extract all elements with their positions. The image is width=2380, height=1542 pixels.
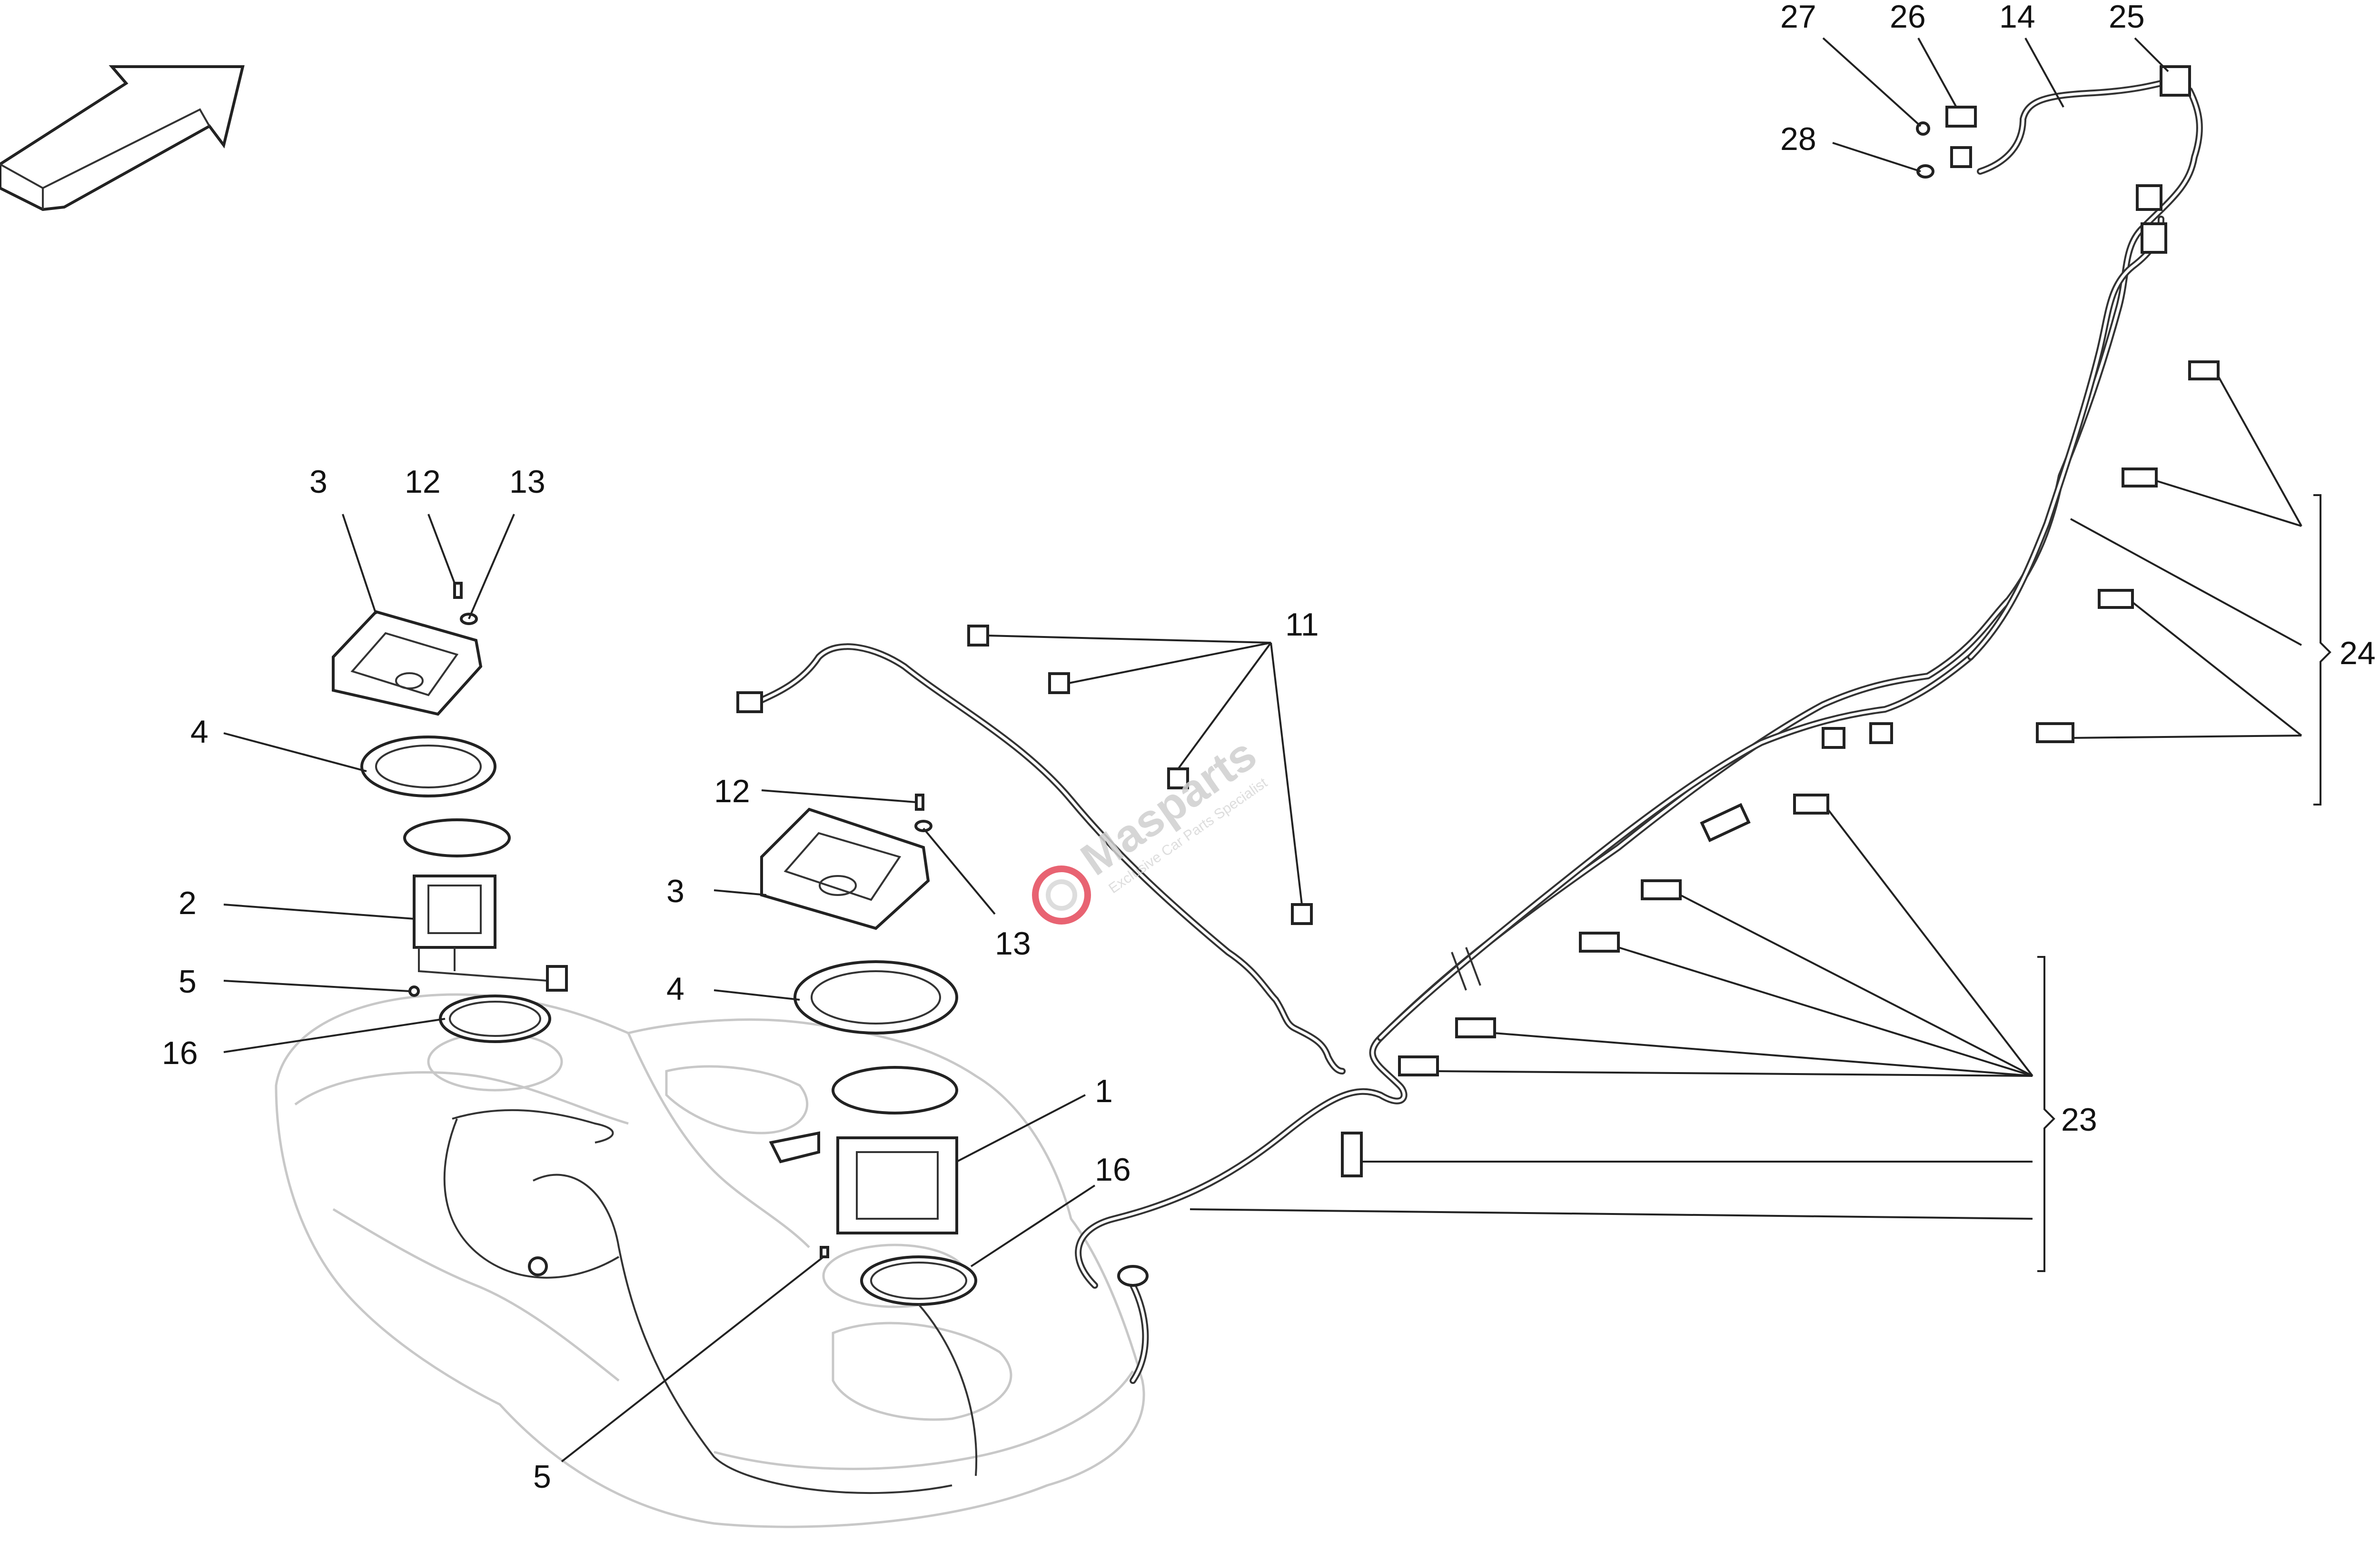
brace-23 [2037, 956, 2055, 1272]
callout-16-right: 16 [1095, 1152, 1131, 1188]
callout-23: 23 [2061, 1102, 2097, 1138]
fuel-tank [275, 993, 1145, 1528]
callout-27: 27 [1780, 0, 1816, 35]
callout-3-left: 3 [309, 464, 327, 500]
fuel-hose-14 [1916, 65, 2191, 179]
fuel-feed-line-main [1075, 87, 2203, 1384]
tank-internal-lines [443, 1109, 977, 1494]
direction-arrow-icon [0, 65, 245, 211]
clips-23 [1341, 794, 1829, 1177]
callout-16-left: 16 [162, 1035, 198, 1071]
callout-26: 26 [1890, 0, 1926, 35]
callout-1: 1 [1095, 1073, 1113, 1109]
callout-24: 24 [2340, 635, 2376, 671]
callout-3-right: 3 [666, 873, 684, 909]
brace-24 [2313, 494, 2331, 806]
callout-13-left: 13 [509, 464, 545, 500]
watermark: Masparts Exclusive Car Parts Specialist [1032, 728, 1270, 925]
callout-14: 14 [1999, 0, 2035, 35]
callout-11: 11 [1285, 607, 1319, 643]
callout-5-right: 5 [533, 1459, 551, 1495]
vent-line-upper [736, 643, 1346, 1074]
clips-24 [2036, 360, 2220, 743]
callout-5-left: 5 [178, 964, 197, 1000]
callout-25: 25 [2109, 0, 2145, 35]
callout-4-left: 4 [190, 714, 208, 750]
callout-2: 2 [178, 885, 197, 921]
callout-28: 28 [1780, 121, 1816, 157]
callout-4-right: 4 [666, 971, 684, 1007]
fuel-pump-assembly-left [332, 582, 568, 1043]
fuel-pump-assembly-right [760, 794, 977, 1306]
clips-11 [967, 625, 1313, 925]
leader-lines [223, 37, 2302, 1462]
callout-13-right: 13 [995, 925, 1031, 962]
callout-12-right: 12 [714, 773, 750, 809]
callout-12-left: 12 [405, 464, 441, 500]
callout-labels: 27 26 14 25 28 24 11 3 12 13 4 2 5 16 12… [162, 0, 2376, 1495]
